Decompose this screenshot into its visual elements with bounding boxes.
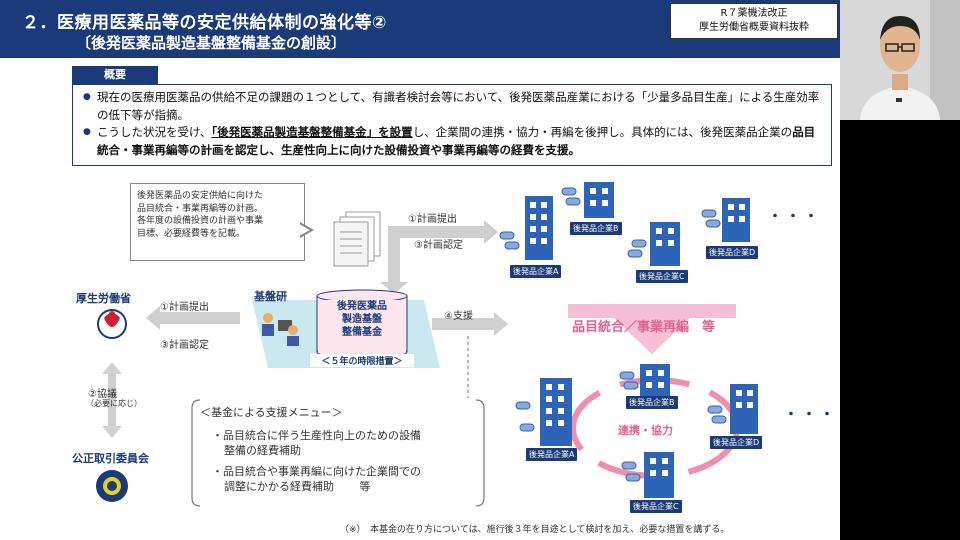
label-consult-note: （必要に応じ） — [86, 398, 142, 409]
mhlw-logo-icon — [98, 310, 126, 338]
org-jftc: 公正取引委員会 — [72, 450, 149, 466]
presenter-video — [840, 0, 960, 120]
company-d-top: 後発品企業D — [706, 246, 758, 259]
label-support: ④支援 — [444, 307, 473, 322]
presenter-figure — [840, 0, 960, 120]
label-plan-submit-top: ①計画提出 — [408, 210, 457, 225]
callout-pointer-inner — [299, 224, 310, 236]
company-c-bottom: 後発品企業C — [630, 500, 682, 513]
fund-term: ＜５年の時限措置＞ — [310, 354, 414, 367]
company-a-top: 後発品企業A — [510, 265, 561, 278]
org-mhlw: 厚生労働省 — [76, 290, 131, 306]
company-d-bottom: 後発品企業D — [710, 436, 762, 449]
more-companies-top: ・・・ — [768, 206, 822, 226]
label-plan-approve-left: ③計画認定 — [160, 336, 209, 351]
consolidation-label: 品目統合／事業再編 等 — [572, 316, 715, 335]
company-b-top: 後発品企業B — [570, 222, 622, 235]
cooperation-label: 連携・協力 — [618, 422, 673, 438]
more-companies-bottom: ・・・ — [784, 404, 838, 424]
plan-callout: 後発医薬品の安定供給に向けた 品目統合・事業再編等の計画。 各年度の設備投資の計… — [130, 183, 305, 261]
slide: ２．医療用医薬品等の安定供給体制の強化等② 〔後発医薬品製造基盤整備基金の創設〕… — [0, 0, 840, 540]
org-kibanken: 基盤研 — [254, 288, 287, 304]
footnote: （※） 本基金の在り方については、施行後３年を目途として検討を加え、必要な措置を… — [340, 522, 729, 535]
jftc-logo-icon — [96, 470, 128, 502]
label-plan-submit-left: ①計画提出 — [160, 298, 209, 313]
company-b-bottom: 後発品企業B — [626, 396, 678, 409]
support-menu-item-2: ・品目統合や事業再編に向けた企業間での 調整にかかる経費補助 等 — [212, 464, 421, 494]
document-stack-icon — [334, 212, 380, 266]
company-a-bottom: 後発品企業A — [526, 448, 577, 461]
label-plan-approve-top: ③計画認定 — [414, 236, 463, 251]
fund-name: 後発医薬品 製造基盤 整備基金 — [317, 300, 407, 339]
support-menu-item-1: ・品目統合に伴う生産性向上のための設備 整備の経費補助 — [212, 428, 421, 458]
company-c-top: 後発品企業C — [636, 270, 688, 283]
support-menu-title: ＜基金による支援メニュー＞ — [200, 404, 343, 420]
